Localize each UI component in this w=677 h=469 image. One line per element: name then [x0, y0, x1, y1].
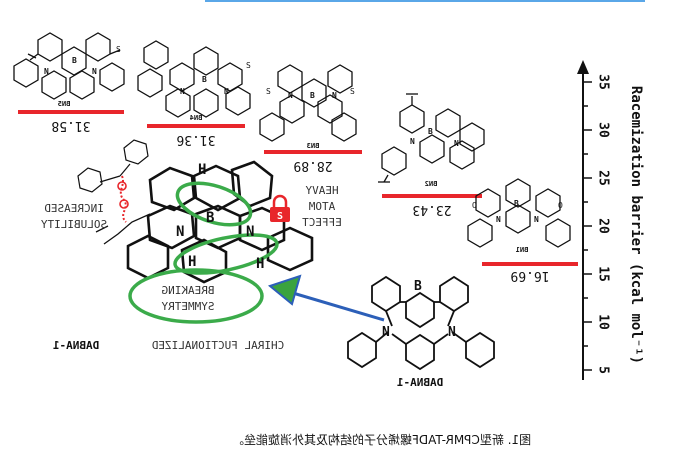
molecule-bn3: B N N S S: [259, 64, 357, 142]
chain-node: [117, 181, 127, 191]
barrier-bar-bn5: [18, 110, 124, 114]
atom-b: B: [428, 127, 433, 136]
molecule-bn1: B N N O O: [467, 178, 571, 248]
atom-b: B: [202, 75, 207, 84]
annotation-breaking: BREAKING: [162, 284, 215, 297]
center-title-name: DABNA-1: [52, 339, 99, 352]
atom-h: H: [256, 256, 264, 272]
annotation-solubility: SOLUBILITY: [41, 218, 108, 231]
barrier-bar-bn4: [147, 124, 245, 128]
lock-letter: S: [277, 211, 283, 222]
chain-node: [119, 199, 129, 209]
molecule-label-bn1: BN1: [516, 246, 529, 254]
barrier-value-bn1: 16.69: [510, 268, 549, 283]
molecule-label-bn3: BN3: [307, 142, 320, 150]
atom-n: N: [224, 87, 229, 96]
barrier-value-bn2: 23.43: [412, 202, 451, 217]
breaking-symmetry-ellipse: [128, 268, 264, 324]
annotation-increased: INCREASED: [44, 202, 104, 215]
atom-n: N: [410, 137, 415, 146]
axis-tick-label: 5: [596, 366, 611, 374]
atom-o: O: [558, 201, 563, 210]
molecule-label-bn4: BN4: [190, 114, 203, 122]
barrier-value-bn3: 28.89: [293, 158, 332, 173]
molecule-label-bn2: BN2: [425, 180, 438, 188]
atom-s: S: [266, 87, 271, 96]
atom-b: B: [206, 210, 214, 226]
barrier-bar-bn1: [482, 262, 578, 266]
atom-h: H: [198, 162, 206, 178]
molecule-label-bn5: BN5: [58, 100, 71, 108]
barrier-value-bn4: 31.36: [176, 132, 215, 147]
axis-tick-label: 25: [596, 170, 611, 186]
atom-n: N: [246, 224, 254, 240]
green-highlight-ellipse: [175, 181, 253, 227]
atom-b: B: [514, 199, 519, 208]
figure-caption: 图1. 新型CPMR-TADF螺烯分子的结构及其外消旋能垒。: [232, 433, 532, 447]
atom-n: N: [176, 224, 184, 240]
atom-b: B: [310, 91, 315, 100]
barrier-bar-bn2: [382, 194, 482, 198]
atom-b: B: [72, 56, 77, 65]
atom-n: N: [92, 67, 97, 76]
dabna-atom-b: B: [414, 279, 422, 294]
dabna-atom-n: N: [448, 325, 456, 340]
axis-tick-label: 10: [596, 314, 611, 330]
axis-tick-label: 30: [596, 122, 611, 138]
atom-h: H: [188, 254, 196, 270]
chiral-dabna-structure: [77, 139, 314, 284]
atom-n: N: [44, 67, 49, 76]
atom-s: S: [116, 45, 121, 54]
annotation-symmetry: SYMMETRY: [161, 300, 214, 313]
dabna-1-structure: [347, 275, 495, 371]
molecule-bn2: B N N: [378, 93, 485, 183]
atom-o: O: [472, 201, 477, 210]
atom-n: N: [534, 215, 539, 224]
annotation-heavy: HEAVY: [305, 184, 338, 197]
barrier-bar-bn3: [264, 150, 362, 154]
axis-arrow-icon: [577, 60, 589, 74]
annotation-atom: ATOM: [308, 200, 335, 213]
green-highlight-ellipse: [173, 233, 279, 275]
axis-label: Racemization barrier (kcal mol⁻¹): [628, 86, 644, 364]
atom-n: N: [496, 215, 501, 224]
axis-tick-label: 15: [596, 266, 611, 282]
atom-n: N: [288, 91, 293, 100]
axis-tick-label: 35: [596, 74, 611, 90]
atom-n: N: [180, 87, 185, 96]
atom-n: N: [332, 91, 337, 100]
top-divider-line: [205, 0, 645, 2]
axis-tick-label: 20: [596, 218, 611, 234]
barrier-axis: 5 10 15 20 25 30 35 Racemization barrier…: [577, 60, 644, 380]
atom-s: S: [246, 61, 251, 70]
molecule-bn5: B N N S: [13, 32, 125, 100]
atom-s: S: [350, 87, 355, 96]
lock-icon: S: [270, 194, 290, 222]
barrier-value-bn5: 31.58: [51, 118, 90, 133]
center-title-prefix: CHIRAL FUCTIONALIZED: [152, 339, 284, 352]
molecule-bn4: B N N S: [137, 40, 251, 118]
atom-n: N: [454, 139, 459, 148]
axis-ticks: [583, 81, 592, 371]
annotation-effect: EFFECT: [302, 216, 342, 229]
arrow-head-icon: [267, 274, 302, 306]
dabna-label: DABNA-1: [396, 376, 443, 389]
dabna-atom-n: N: [382, 325, 390, 340]
